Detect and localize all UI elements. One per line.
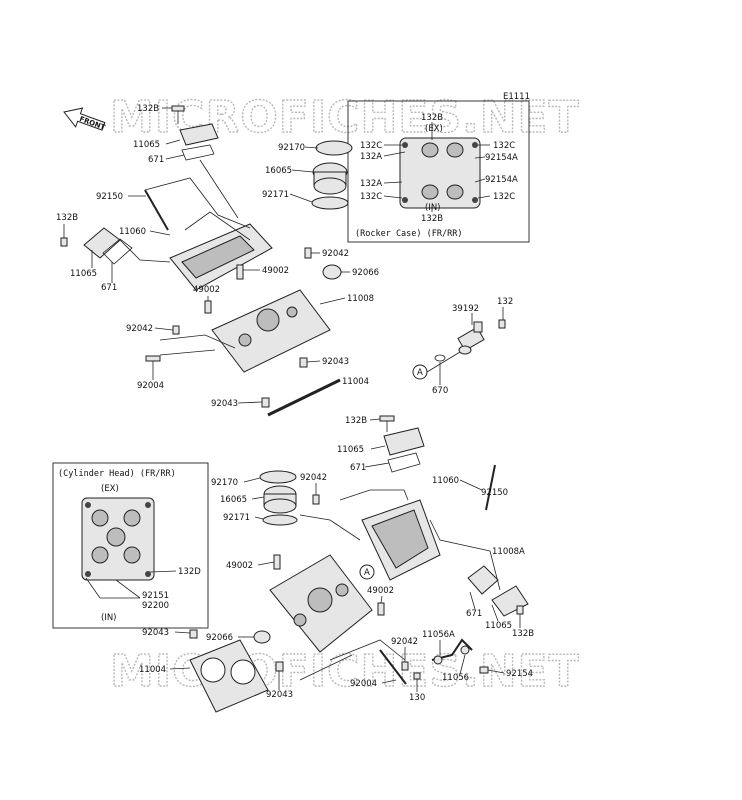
bottom-label-132b-right: 132B (512, 629, 534, 639)
bottom-cover-exhaust (379, 415, 425, 473)
top-label-11065-left: 11065 (70, 269, 97, 279)
bottom-label-92066: 92066 (206, 633, 233, 643)
cylinder-head-inset (52, 462, 209, 629)
top-label-92171: 92171 (262, 190, 289, 200)
svg-text:A: A (364, 568, 370, 578)
bottom-label-11065: 11065 (337, 445, 364, 455)
top-label-132b-left: 132B (56, 213, 78, 223)
top-label-671-left: 671 (101, 283, 117, 293)
head-label-132d: 132D (178, 567, 201, 577)
top-bolt-92004 (145, 355, 161, 362)
bottom-label-11065-right: 11065 (485, 621, 512, 631)
front-label: FRONT (78, 115, 106, 132)
bottom-callout-a (359, 564, 375, 580)
top-cover-exhaust (171, 105, 219, 161)
bottom-label-49002: 49002 (226, 561, 253, 571)
rocker-ex-label: (EX) (425, 124, 443, 134)
bottom-label-132b: 132B (345, 416, 367, 426)
rocker-label-92154a-2: 92154A (485, 175, 518, 185)
top-label-670: 670 (432, 386, 448, 396)
top-fitting-39192 (434, 319, 506, 362)
top-label-132: 132 (497, 297, 513, 307)
bottom-label-671: 671 (350, 463, 366, 473)
bottom-label-92171: 92171 (223, 513, 250, 523)
bottom-label-11056a: 11056A (422, 630, 455, 640)
bottom-label-11056: 11056 (442, 673, 469, 683)
top-label-92004: 92004 (137, 381, 164, 391)
rocker-label-132c-3: 132C (360, 192, 382, 202)
rocker-label-132a-1: 132A (360, 152, 382, 162)
bottom-label-92043-2: 92043 (266, 690, 293, 700)
top-leader-lines (63, 107, 504, 404)
top-clamp-92170 (315, 140, 353, 156)
top-label-11004: 11004 (342, 377, 369, 387)
diagram-id: E1111 (503, 92, 530, 102)
top-seal-92066 (322, 264, 342, 280)
bottom-seal-92066 (253, 630, 271, 644)
top-gasket-11004 (267, 378, 341, 417)
bottom-label-92043: 92043 (142, 628, 169, 638)
top-label-92170: 92170 (278, 143, 305, 153)
bottom-gasket-11004 (189, 639, 269, 713)
top-clamp-92171 (311, 196, 349, 210)
bottom-label-671-right: 671 (466, 609, 482, 619)
top-label-132b: 132B (137, 104, 159, 114)
top-label-92042: 92042 (322, 249, 349, 259)
top-dowel-92042 (304, 247, 312, 259)
rocker-case-inset (347, 100, 530, 243)
rocker-label-132a-2: 132A (360, 179, 382, 189)
top-label-92066: 92066 (352, 268, 379, 278)
bottom-label-92150: 92150 (481, 488, 508, 498)
top-label-11065: 11065 (133, 140, 160, 150)
bottom-clamp-92170 (259, 470, 297, 484)
top-label-92150: 92150 (96, 192, 123, 202)
bottom-cover-intake (467, 565, 529, 617)
top-label-92043: 92043 (322, 357, 349, 367)
bottom-label-11060: 11060 (432, 476, 459, 486)
bottom-leader-lines (169, 418, 521, 692)
rocker-case-drawing (399, 137, 481, 209)
top-stud-49002 (236, 264, 244, 280)
bottom-clamp-92171 (262, 514, 298, 526)
bottom-label-11004: 11004 (139, 665, 166, 675)
bottom-label-92042-2: 92042 (391, 637, 418, 647)
head-ex-label: (EX) (101, 484, 119, 494)
cylinder-head-inset-drawing (81, 497, 155, 581)
top-label-92043-2: 92043 (211, 399, 238, 409)
rocker-in-label: (IN) (425, 203, 441, 213)
top-label-49002: 49002 (262, 266, 289, 276)
front-arrow-icon: FRONT (63, 107, 106, 132)
rocker-label-132c-4: 132C (493, 192, 515, 202)
rocker-label-132b-top: 132B (421, 113, 443, 123)
head-inset-title: (Cylinder Head) (FR/RR) (58, 469, 176, 479)
bottom-oil-pipe-11056 (431, 638, 489, 674)
head-label-92200: 92200 (142, 601, 169, 611)
svg-text:A: A (417, 368, 423, 378)
top-label-11008: 11008 (347, 294, 374, 304)
bottom-label-92004: 92004 (350, 679, 377, 689)
head-in-label: (IN) (101, 613, 117, 623)
rocker-label-132b-bottom: 132B (421, 214, 443, 224)
rocker-label-92154a-1: 92154A (485, 153, 518, 163)
bottom-label-92042: 92042 (300, 473, 327, 483)
top-label-92042-2: 92042 (126, 324, 153, 334)
rocker-label-132c-1: 132C (360, 141, 382, 151)
top-label-49002-2: 49002 (193, 285, 220, 295)
bottom-label-92170: 92170 (211, 478, 238, 488)
head-label-92151: 92151 (142, 591, 169, 601)
bottom-label-92154: 92154 (506, 669, 533, 679)
top-label-671: 671 (148, 155, 164, 165)
bottom-bolt-92150 (485, 464, 496, 511)
rocker-label-132c-2: 132C (493, 141, 515, 151)
bottom-label-11008a: 11008A (492, 547, 525, 557)
rocker-inset-title: (Rocker Case) (FR/RR) (355, 229, 462, 239)
top-label-39192: 39192 (452, 304, 479, 314)
bottom-label-49002-2: 49002 (367, 586, 394, 596)
top-bolt-92150 (144, 189, 169, 231)
bottom-label-130: 130 (409, 693, 425, 703)
top-label-16065: 16065 (265, 166, 292, 176)
bottom-label-16065: 16065 (220, 495, 247, 505)
top-label-11060: 11060 (119, 227, 146, 237)
